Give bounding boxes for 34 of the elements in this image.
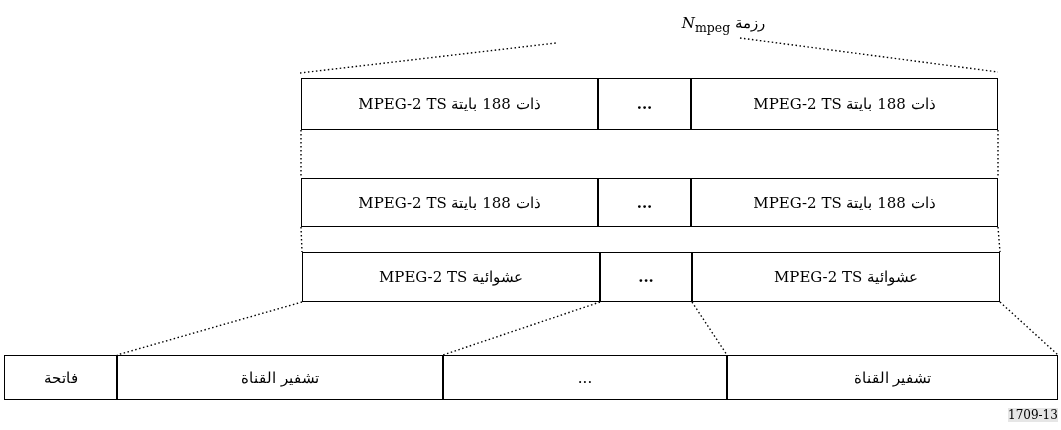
field-label: MPEG-2 TS عشوائية bbox=[378, 268, 524, 286]
field-label: ... bbox=[577, 368, 593, 387]
packet-field bbox=[117, 355, 443, 400]
packet-field bbox=[598, 178, 691, 227]
field-label: MPEG-2 TS ذات 188 بايتة bbox=[358, 193, 541, 212]
figure-number: 1709-13 bbox=[1008, 408, 1058, 422]
dotted-connector bbox=[691, 301, 728, 356]
packet-field bbox=[727, 355, 1058, 400]
dotted-connector bbox=[442, 301, 601, 356]
packet-field bbox=[598, 78, 691, 130]
packet-field bbox=[691, 78, 998, 130]
field-label: ... bbox=[636, 95, 653, 113]
packet-field bbox=[691, 178, 998, 227]
dotted-connector bbox=[999, 301, 1059, 356]
field-label: MPEG-2 TS عشوائية bbox=[773, 268, 919, 286]
field-label: MPEG-2 TS ذات 188 بايتة bbox=[358, 95, 541, 113]
dotted-connector bbox=[997, 226, 1001, 253]
field-label: MPEG-2 TS ذات 188 بايتة bbox=[753, 95, 936, 113]
field-label: تشفير القناة bbox=[241, 368, 319, 387]
packet-field bbox=[692, 252, 1000, 302]
packet-field bbox=[301, 78, 598, 130]
field-label: ... bbox=[636, 193, 653, 212]
packet-field bbox=[302, 252, 600, 302]
field-label: MPEG-2 TS ذات 188 بايتة bbox=[753, 193, 936, 212]
dotted-connector bbox=[997, 129, 999, 179]
field-label: تشفير القناة bbox=[853, 368, 932, 387]
dotted-connector bbox=[300, 226, 303, 253]
field-label: ... bbox=[638, 268, 654, 286]
packet-field bbox=[4, 355, 117, 400]
field-label: فاتحة bbox=[43, 368, 78, 387]
packet-field bbox=[600, 252, 692, 302]
packet-field bbox=[443, 355, 727, 400]
packet-field bbox=[301, 178, 598, 227]
dotted-connector bbox=[300, 129, 302, 179]
